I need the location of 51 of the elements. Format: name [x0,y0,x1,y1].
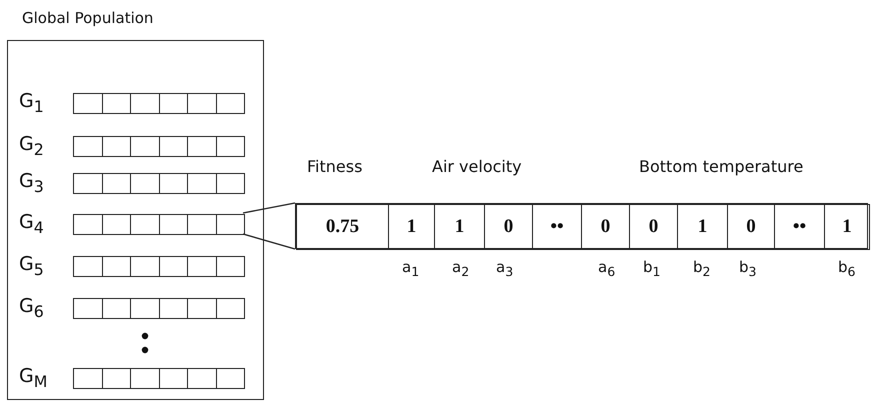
panel-heading: Global Population [22,9,154,27]
gene-value: 1 [454,216,464,238]
gene-cell [388,204,435,250]
gene-index: b$_{3}$ [739,258,756,279]
gene-value: 0 [648,216,658,238]
chromosome-row [19,93,244,114]
chromosome-row [19,214,244,235]
gene-value: •• [792,216,806,238]
gene-value: 0 [746,216,756,238]
chromosome-row [19,368,244,389]
gene-index: b$_{1}$ [643,258,660,279]
row-label: G$_{2}$ [19,133,44,159]
gene-index: a$_{1}$ [402,258,420,279]
chromosome-row [19,256,244,277]
gene-index: b$_{6}$ [838,258,856,279]
gene-value: 0.75 [326,216,360,238]
gene-index: b$_{2}$ [693,258,710,279]
gene-value: 0 [600,216,610,238]
gene-index: a$_{3}$ [496,258,514,279]
row-label: G$_{3}$ [19,170,44,196]
gene-value: 1 [842,216,852,238]
gene-index: a$_{6}$ [598,258,616,279]
row-label: G$_{4}$ [19,211,44,237]
gene-cell [484,204,533,250]
field-label: Fitness [307,157,362,176]
zoom-line [242,233,296,250]
gene-cell [824,204,870,250]
gene-value: 0 [504,216,514,238]
gene-cell [677,204,728,250]
chromosome-row [19,298,244,319]
gene-cell [774,204,825,250]
gene-cell [532,204,582,250]
chromosome-bar [295,203,868,249]
gene-index: a$_{2}$ [452,258,470,279]
chromosome-row [19,173,244,194]
gene-cell [434,204,485,250]
gene-value: •• [550,216,564,238]
field-label: Bottom temperature [639,157,804,176]
zoom-line [242,202,296,214]
gene-cell [296,204,389,250]
gene-value: 1 [698,216,708,238]
row-label: G$_{M}$ [19,365,48,391]
row-label: G$_{6}$ [19,295,44,321]
field-label: Air velocity [432,157,522,176]
gene-value: 1 [406,216,416,238]
gene-cell [629,204,678,250]
row-label: G$_{5}$ [19,253,44,279]
chromosome-row [19,136,244,157]
row-label: G$_{1}$ [19,90,44,116]
gene-cell [727,204,775,250]
gene-cell [581,204,630,250]
